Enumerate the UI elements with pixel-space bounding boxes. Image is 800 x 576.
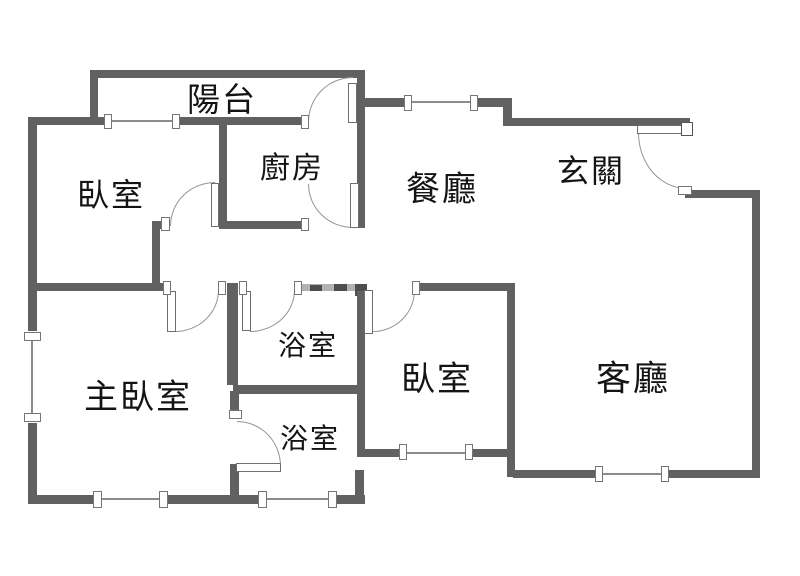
window-frame xyxy=(328,491,337,508)
wall-master-right-stub xyxy=(355,470,364,504)
room-label-balcony: 陽台 xyxy=(187,81,257,118)
window-frame xyxy=(661,466,669,482)
wall-dining-step xyxy=(503,98,512,126)
door-jamb xyxy=(301,115,309,129)
door-leaf-bath-upper xyxy=(242,291,251,331)
wall-bedroom2-bottom-b xyxy=(472,449,513,457)
door-jamb xyxy=(163,281,171,295)
wall-left-outer-a xyxy=(28,117,37,331)
wall-living-left xyxy=(507,287,515,477)
wall-left-outer-b xyxy=(28,423,37,504)
wall-master-bottom-b xyxy=(167,495,259,504)
window-frame xyxy=(93,491,102,508)
door-jamb xyxy=(161,217,170,231)
wall-bedroom1-nub xyxy=(152,221,168,229)
wall-bedroom1-stub xyxy=(152,221,160,291)
door-jamb xyxy=(218,281,226,295)
room-label-master-bedroom: 主臥室 xyxy=(84,378,192,417)
wall-kitchen-right xyxy=(357,70,365,228)
wall-bath-left-a xyxy=(230,391,239,417)
window-master-bottom-1 xyxy=(100,498,162,500)
wall-bedroom1-top-b xyxy=(179,117,305,125)
wall-entry-top xyxy=(510,118,690,126)
wall-hall-c xyxy=(420,283,515,291)
window-frame xyxy=(404,95,412,111)
wall-kitchen-left xyxy=(219,117,227,229)
door-jamb xyxy=(678,186,692,195)
door-jamb xyxy=(229,410,242,419)
room-label-bedroom-1: 臥室 xyxy=(76,177,146,213)
door-jamb xyxy=(301,218,309,231)
door-arc-bedroom1 xyxy=(170,182,215,226)
room-label-kitchen: 廚房 xyxy=(260,152,324,185)
door-arc-balcony xyxy=(308,77,353,122)
door-arc-kitchen xyxy=(308,184,353,228)
room-label-living-room: 客廳 xyxy=(595,359,671,399)
wall-master-bottom-c xyxy=(336,495,365,504)
wall-balcony-top xyxy=(90,70,363,78)
door-leaf-bedroom1 xyxy=(211,183,219,227)
door-leaf-master xyxy=(167,291,176,332)
door-jamb xyxy=(412,281,420,295)
window-frame xyxy=(258,491,267,508)
window-frame xyxy=(399,444,407,460)
wall-bath-divider xyxy=(233,385,363,394)
window-dining-top xyxy=(411,101,472,103)
wall-stain xyxy=(310,285,322,291)
window-frame xyxy=(470,95,478,111)
room-label-entryway: 玄關 xyxy=(556,153,626,189)
wall-dining-top-b xyxy=(477,98,512,107)
door-leaf-balcony xyxy=(348,83,357,123)
window-master-bottom-2 xyxy=(266,498,330,500)
wall-hall-a xyxy=(28,283,164,291)
door-arc-bath-lower xyxy=(237,421,281,466)
window-frame xyxy=(159,491,168,508)
window-frame xyxy=(172,114,180,129)
room-label-bedroom-2: 臥室 xyxy=(401,360,473,399)
window-frame xyxy=(595,466,603,482)
window-frame xyxy=(104,114,112,129)
wall-bath-left-b xyxy=(230,464,239,504)
wall-bath-right xyxy=(357,291,365,457)
window-frame xyxy=(24,413,41,422)
window-bedroom1-top xyxy=(111,120,173,122)
window-frame xyxy=(24,332,41,341)
wall-entry-outer xyxy=(685,190,760,198)
room-label-bathroom-upper: 浴室 xyxy=(277,330,339,361)
door-arc-entrance xyxy=(638,133,687,189)
wall-balcony-left xyxy=(90,70,98,122)
door-leaf-bedroom2 xyxy=(364,290,373,334)
wall-bedroom1-top-a xyxy=(28,117,108,125)
door-leaf-kitchen xyxy=(350,183,359,228)
wall-bedroom2-bottom-a xyxy=(365,449,401,457)
wall-dining-top-a xyxy=(363,98,407,107)
door-leaf-entrance xyxy=(637,125,687,134)
wall-living-bottom-b xyxy=(667,470,760,478)
door-jamb xyxy=(294,281,302,295)
wall-stain xyxy=(334,284,347,291)
door-leaf-bath-lower xyxy=(236,463,281,472)
room-label-bathroom-lower: 浴室 xyxy=(279,423,341,454)
wall-master-bath-divider xyxy=(227,283,238,385)
wall-master-bottom-a xyxy=(28,495,94,504)
window-bedroom2-bottom xyxy=(406,452,466,454)
door-arc-master xyxy=(175,290,219,332)
wall-living-bottom-a xyxy=(513,470,598,478)
room-label-dining-room: 餐廳 xyxy=(406,170,478,209)
window-left-wall xyxy=(31,340,33,415)
window-living-bottom xyxy=(602,473,662,475)
door-jamb xyxy=(239,281,247,295)
window-frame xyxy=(465,444,473,460)
wall-right-outer xyxy=(752,190,760,478)
door-hinge-block xyxy=(681,122,693,136)
door-arc-bedroom2 xyxy=(373,290,415,332)
wall-kitchen-bottom xyxy=(219,221,303,229)
